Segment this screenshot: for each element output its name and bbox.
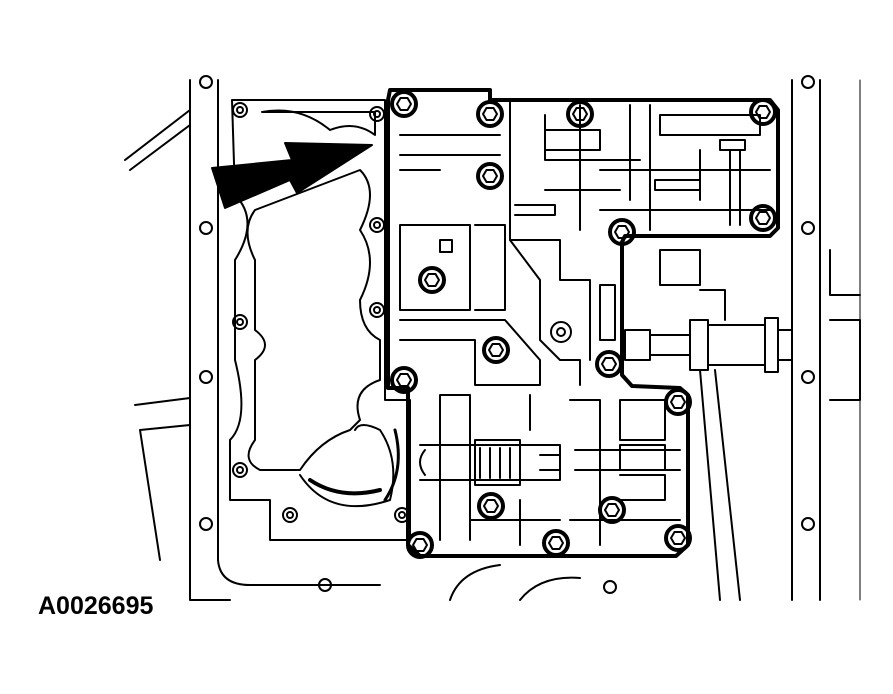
bolt-icon	[406, 531, 434, 559]
valve-body-passages	[399, 99, 771, 546]
bolt-icon	[664, 388, 692, 416]
bolt-icon	[595, 350, 623, 378]
bolt-icon	[608, 218, 636, 246]
bolt-icon	[482, 336, 510, 364]
bolt-icon	[418, 266, 446, 294]
valve-body-bolts	[390, 90, 777, 559]
bolt-icon	[598, 496, 626, 524]
gasket-outline	[229, 99, 411, 541]
arrow-indicator	[211, 142, 373, 209]
bolt-icon	[566, 100, 594, 128]
bolt-icon	[476, 100, 504, 128]
bolt-icon	[390, 366, 418, 394]
valve-body	[386, 88, 793, 601]
bolt-icon	[550, 321, 572, 343]
case-bolt-holes	[199, 75, 815, 594]
bolt-icon	[477, 492, 505, 520]
bolt-icon	[749, 204, 777, 232]
bolt-icon	[664, 524, 692, 552]
bolt-icon	[390, 90, 418, 118]
figure-id-label: A0026695	[38, 592, 154, 620]
bolt-icon	[749, 98, 777, 126]
solenoid-connector	[624, 249, 793, 601]
bolt-icon	[542, 529, 570, 557]
bolt-icon	[476, 162, 504, 190]
gasket-bolt-holes	[232, 102, 410, 523]
transmission-case	[124, 79, 861, 601]
